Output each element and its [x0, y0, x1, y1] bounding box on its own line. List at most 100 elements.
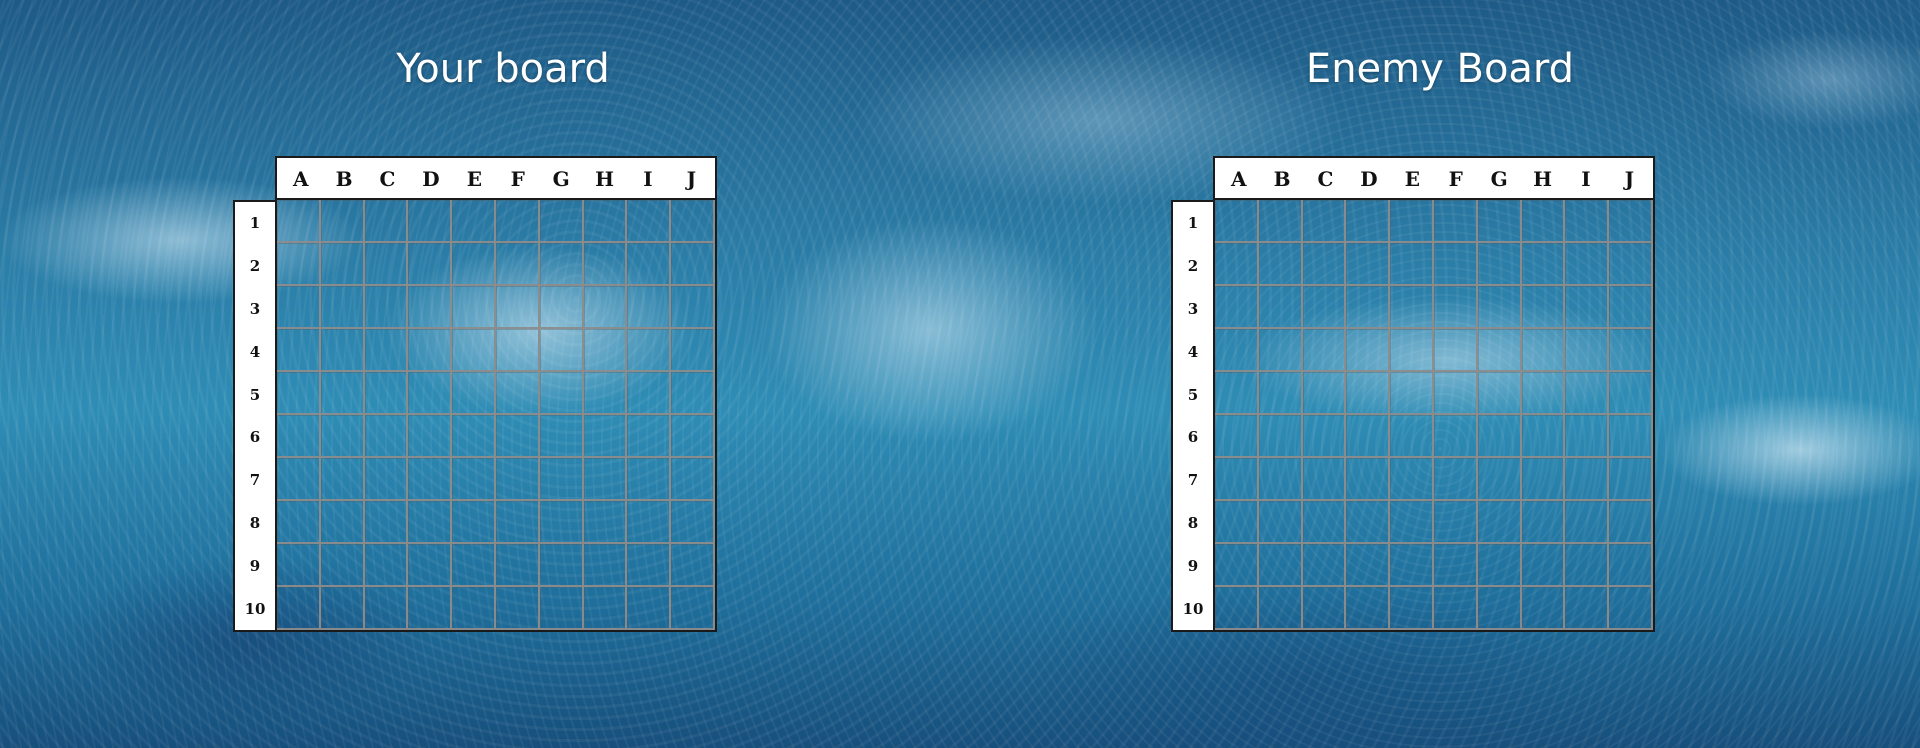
- enemy-cell-j9[interactable]: [1609, 544, 1653, 587]
- player-cell-a4[interactable]: [277, 329, 321, 372]
- enemy-cell-d1[interactable]: [1346, 200, 1390, 243]
- enemy-cell-j7[interactable]: [1609, 458, 1653, 501]
- player-cell-d5[interactable]: [408, 372, 452, 415]
- player-cell-c8[interactable]: [365, 501, 409, 544]
- enemy-cell-d5[interactable]: [1346, 372, 1390, 415]
- enemy-cell-i7[interactable]: [1565, 458, 1609, 501]
- player-cell-g8[interactable]: [540, 501, 584, 544]
- player-cell-b6[interactable]: [321, 415, 365, 458]
- enemy-cell-d3[interactable]: [1346, 286, 1390, 329]
- player-cell-c9[interactable]: [365, 544, 409, 587]
- player-cell-d10[interactable]: [408, 587, 452, 630]
- player-cell-a2[interactable]: [277, 243, 321, 286]
- enemy-cell-g9[interactable]: [1478, 544, 1522, 587]
- player-cell-h2[interactable]: [584, 243, 628, 286]
- player-cell-f2[interactable]: [496, 243, 540, 286]
- player-cell-i7[interactable]: [627, 458, 671, 501]
- enemy-cell-a3[interactable]: [1215, 286, 1259, 329]
- enemy-cell-j8[interactable]: [1609, 501, 1653, 544]
- player-cell-j2[interactable]: [671, 243, 715, 286]
- player-cell-b10[interactable]: [321, 587, 365, 630]
- enemy-cell-c3[interactable]: [1303, 286, 1347, 329]
- enemy-cell-g7[interactable]: [1478, 458, 1522, 501]
- player-cell-j1[interactable]: [671, 200, 715, 243]
- player-cell-c3[interactable]: [365, 286, 409, 329]
- enemy-cell-j4[interactable]: [1609, 329, 1653, 372]
- player-cell-d6[interactable]: [408, 415, 452, 458]
- player-cell-e8[interactable]: [452, 501, 496, 544]
- enemy-cell-c2[interactable]: [1303, 243, 1347, 286]
- enemy-cell-i10[interactable]: [1565, 587, 1609, 630]
- enemy-cell-j5[interactable]: [1609, 372, 1653, 415]
- player-cell-g6[interactable]: [540, 415, 584, 458]
- enemy-cell-b2[interactable]: [1259, 243, 1303, 286]
- enemy-cell-d7[interactable]: [1346, 458, 1390, 501]
- player-cell-d1[interactable]: [408, 200, 452, 243]
- player-cell-b8[interactable]: [321, 501, 365, 544]
- enemy-cell-i8[interactable]: [1565, 501, 1609, 544]
- player-cell-f9[interactable]: [496, 544, 540, 587]
- enemy-cell-c10[interactable]: [1303, 587, 1347, 630]
- player-cell-h5[interactable]: [584, 372, 628, 415]
- player-cell-f6[interactable]: [496, 415, 540, 458]
- enemy-cell-h7[interactable]: [1522, 458, 1566, 501]
- enemy-cell-c1[interactable]: [1303, 200, 1347, 243]
- enemy-cell-f2[interactable]: [1434, 243, 1478, 286]
- player-cell-a1[interactable]: [277, 200, 321, 243]
- enemy-cell-i5[interactable]: [1565, 372, 1609, 415]
- enemy-cell-g3[interactable]: [1478, 286, 1522, 329]
- player-cell-f3[interactable]: [496, 286, 540, 329]
- enemy-cell-a5[interactable]: [1215, 372, 1259, 415]
- player-cell-h7[interactable]: [584, 458, 628, 501]
- enemy-cell-g6[interactable]: [1478, 415, 1522, 458]
- enemy-cell-f1[interactable]: [1434, 200, 1478, 243]
- player-cell-i10[interactable]: [627, 587, 671, 630]
- player-cell-d2[interactable]: [408, 243, 452, 286]
- player-cell-g3[interactable]: [540, 286, 584, 329]
- enemy-cell-h1[interactable]: [1522, 200, 1566, 243]
- enemy-cell-c7[interactable]: [1303, 458, 1347, 501]
- player-cell-a5[interactable]: [277, 372, 321, 415]
- player-cell-f4[interactable]: [496, 329, 540, 372]
- player-cell-i5[interactable]: [627, 372, 671, 415]
- enemy-cell-b3[interactable]: [1259, 286, 1303, 329]
- enemy-cell-f4[interactable]: [1434, 329, 1478, 372]
- enemy-cell-b4[interactable]: [1259, 329, 1303, 372]
- player-cell-d7[interactable]: [408, 458, 452, 501]
- player-cell-b7[interactable]: [321, 458, 365, 501]
- enemy-cell-j1[interactable]: [1609, 200, 1653, 243]
- enemy-cell-e6[interactable]: [1390, 415, 1434, 458]
- player-cell-j9[interactable]: [671, 544, 715, 587]
- player-cell-g9[interactable]: [540, 544, 584, 587]
- player-cell-e3[interactable]: [452, 286, 496, 329]
- player-cell-c7[interactable]: [365, 458, 409, 501]
- player-cell-b3[interactable]: [321, 286, 365, 329]
- enemy-cell-a7[interactable]: [1215, 458, 1259, 501]
- player-cell-a9[interactable]: [277, 544, 321, 587]
- player-cell-e6[interactable]: [452, 415, 496, 458]
- enemy-cell-e4[interactable]: [1390, 329, 1434, 372]
- player-cell-d8[interactable]: [408, 501, 452, 544]
- enemy-cell-e9[interactable]: [1390, 544, 1434, 587]
- enemy-cell-g5[interactable]: [1478, 372, 1522, 415]
- enemy-cell-f7[interactable]: [1434, 458, 1478, 501]
- player-cell-j8[interactable]: [671, 501, 715, 544]
- player-cell-h10[interactable]: [584, 587, 628, 630]
- player-cell-a3[interactable]: [277, 286, 321, 329]
- player-cell-e2[interactable]: [452, 243, 496, 286]
- player-cell-g7[interactable]: [540, 458, 584, 501]
- enemy-cell-e7[interactable]: [1390, 458, 1434, 501]
- enemy-cell-h4[interactable]: [1522, 329, 1566, 372]
- enemy-cell-f3[interactable]: [1434, 286, 1478, 329]
- enemy-cell-e1[interactable]: [1390, 200, 1434, 243]
- player-cell-g1[interactable]: [540, 200, 584, 243]
- player-cell-g5[interactable]: [540, 372, 584, 415]
- enemy-cell-c4[interactable]: [1303, 329, 1347, 372]
- player-cell-e9[interactable]: [452, 544, 496, 587]
- enemy-cell-f10[interactable]: [1434, 587, 1478, 630]
- enemy-cell-b7[interactable]: [1259, 458, 1303, 501]
- player-cell-f5[interactable]: [496, 372, 540, 415]
- enemy-cell-d4[interactable]: [1346, 329, 1390, 372]
- enemy-cell-i3[interactable]: [1565, 286, 1609, 329]
- enemy-cell-f5[interactable]: [1434, 372, 1478, 415]
